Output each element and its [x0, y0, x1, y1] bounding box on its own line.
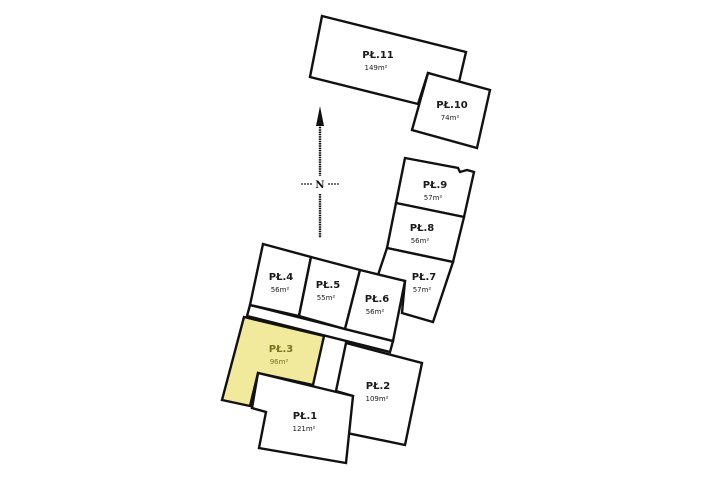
lot-8-area: 56m²	[411, 237, 430, 245]
lot-3-name: PŁ.3	[269, 344, 294, 355]
north-label: N	[315, 180, 324, 191]
lot-3-area: 96m²	[270, 358, 289, 366]
lot-4-name: PŁ.4	[269, 272, 294, 283]
lot-2-name: PŁ.2	[366, 381, 391, 392]
lot-2-area: 109m²	[366, 395, 389, 403]
lot-10[interactable]: PŁ.10 74m²	[410, 71, 492, 150]
lot-6-area: 56m²	[366, 308, 385, 316]
lot-5-name: PŁ.5	[316, 280, 341, 291]
lot-8[interactable]: PŁ.8 56m²	[385, 201, 466, 264]
lot-10-area: 74m²	[441, 114, 460, 122]
lot-6[interactable]: PŁ.6 56m²	[343, 268, 407, 343]
north-arrow-icon: N	[301, 106, 340, 238]
lot-9-area: 57m²	[424, 194, 443, 202]
lot-1-name: PŁ.1	[293, 411, 318, 422]
lot-5-area: 55m²	[317, 294, 336, 302]
lot-11-name: PŁ.11	[362, 50, 394, 61]
lot-1-area: 121m²	[293, 425, 316, 433]
lot-11-area: 149m²	[365, 64, 388, 72]
lot-6-name: PŁ.6	[365, 294, 390, 305]
lot-7-name: PŁ.7	[412, 272, 437, 283]
lot-9-name: PŁ.9	[423, 180, 448, 191]
lot-1[interactable]: PŁ.1 121m²	[250, 371, 355, 465]
lot-10-name: PŁ.10	[436, 100, 468, 111]
lot-7-area: 57m²	[413, 286, 432, 294]
lot-8-name: PŁ.8	[410, 223, 435, 234]
lot-4-area: 56m²	[271, 286, 290, 294]
